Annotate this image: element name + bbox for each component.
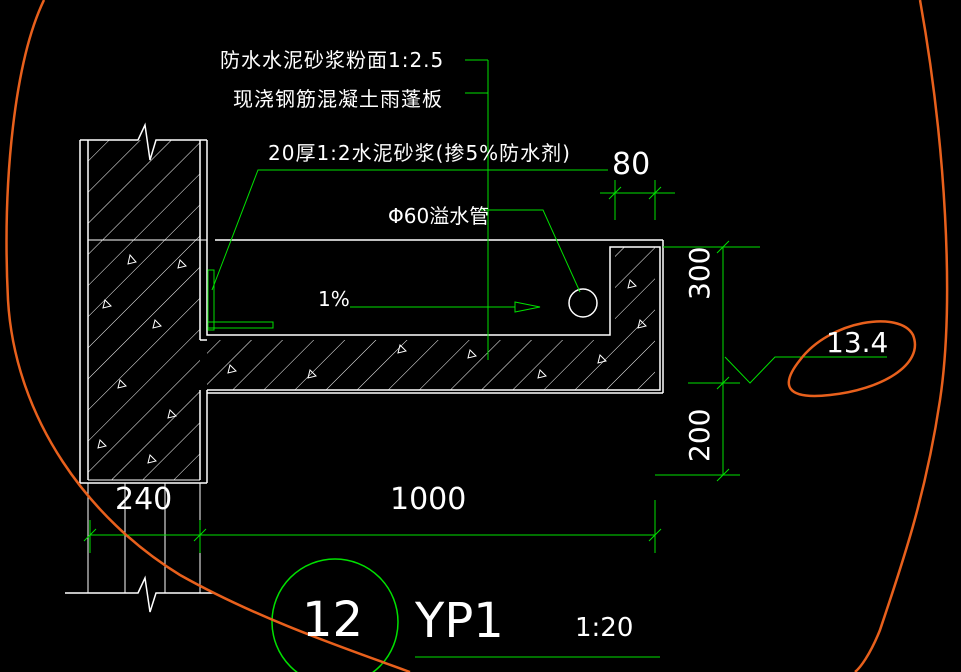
- wall-lower-break: [65, 483, 215, 613]
- overflow-pipe: [568, 288, 598, 318]
- dim-300: 300: [683, 246, 716, 300]
- canopy-slab: [97, 235, 664, 464]
- break-line-top: [80, 122, 207, 161]
- dimension-lines: [83, 180, 887, 658]
- wall: [79, 122, 208, 484]
- markup-cloud: [5, 0, 949, 672]
- elevation-label: 13.4: [826, 326, 889, 359]
- note-top-2: 现浇钢筋混凝土雨蓬板: [233, 87, 443, 111]
- wall-hatch: [88, 140, 200, 480]
- leader-lines: [211, 59, 608, 360]
- dim-1000: 1000: [390, 482, 467, 517]
- note-top-1: 防水水泥砂浆粉面1:2.5: [220, 48, 445, 72]
- detail-scale: 1:20: [575, 613, 634, 643]
- detail-circle: [271, 558, 399, 672]
- dim-80: 80: [612, 147, 651, 182]
- note-pipe: Φ60溢水管: [388, 204, 490, 228]
- dim-240: 240: [115, 482, 173, 517]
- dim-200: 200: [683, 408, 716, 462]
- slope-arrow: [350, 301, 541, 313]
- note-waterproof: 20厚1:2水泥砂浆(掺5%防水剂): [268, 141, 571, 165]
- detail-name: YP1: [415, 593, 504, 649]
- detail-number: 12: [302, 592, 364, 648]
- slope-label: 1%: [318, 287, 350, 311]
